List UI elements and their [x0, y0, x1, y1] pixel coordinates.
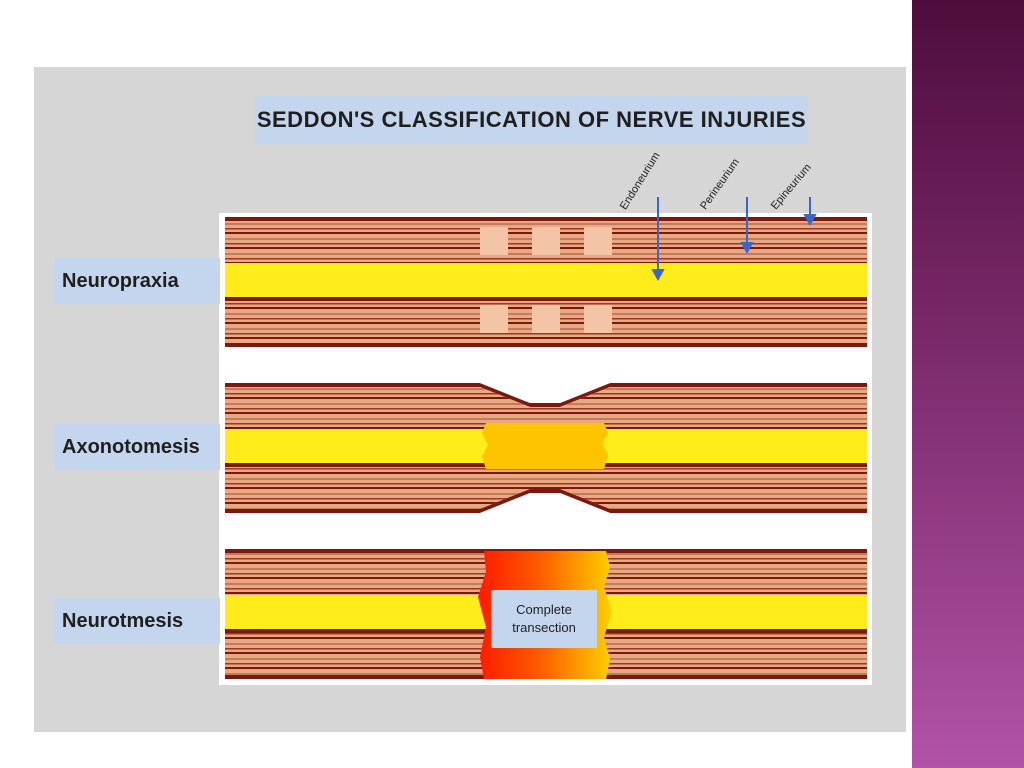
axon-core [225, 263, 867, 297]
transection-callout: Complete transection [491, 590, 597, 648]
diagram-title: SEDDON'S CLASSIFICATION OF NERVE INJURIE… [255, 96, 808, 144]
figure-panel [34, 67, 906, 732]
callout-line-1: Complete [516, 602, 572, 618]
row-axonotomesis [225, 383, 867, 513]
damaged-axon-region [482, 423, 608, 469]
demyelination-marks [480, 227, 612, 333]
sheath-arrows [651, 197, 817, 282]
callout-line-2: transection [512, 620, 576, 635]
nerve-diagram [219, 197, 872, 685]
label-neuropraxia: Neuropraxia [54, 258, 220, 304]
label-axonotomesis: Axonotomesis [54, 424, 220, 470]
label-neurotmesis: Neurotmesis [54, 598, 220, 644]
row-neuropraxia [225, 197, 867, 347]
slide-accent-bar [912, 0, 1024, 768]
